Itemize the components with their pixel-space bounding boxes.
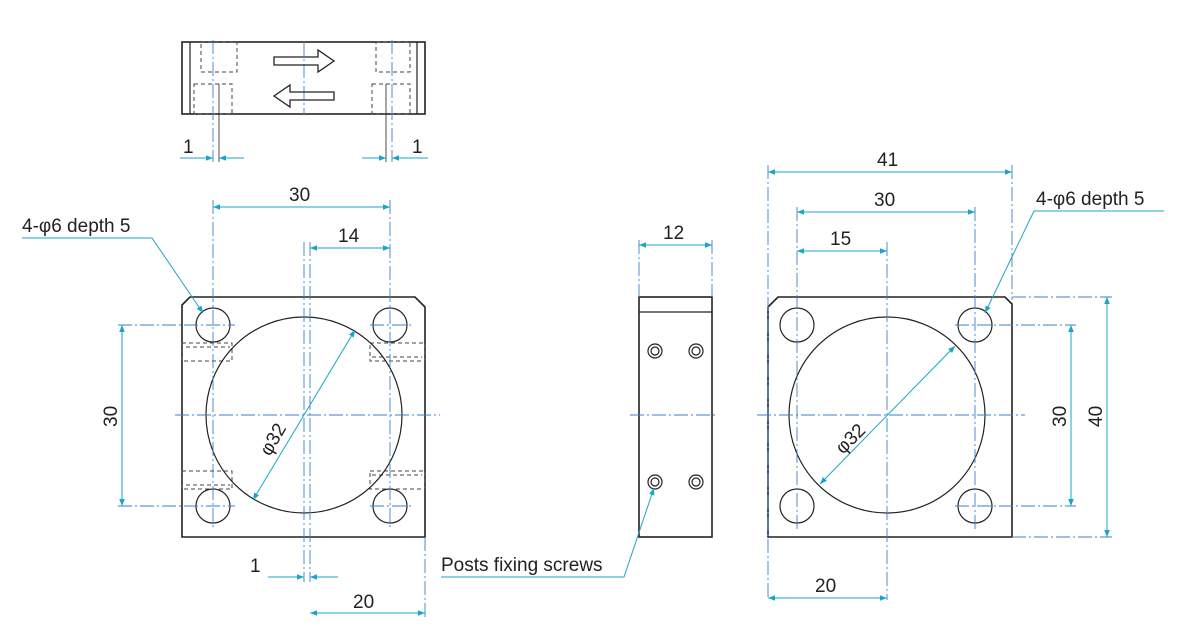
top-view-body xyxy=(181,41,426,115)
arrow-right-icon xyxy=(273,48,336,74)
dim-rear-half-pitch: 15 xyxy=(830,229,851,250)
dim-rear-hole-pitch-h: 30 xyxy=(874,190,895,211)
note-holes-rear: 4-φ6 depth 5 xyxy=(1036,189,1144,210)
dim-rear-height: 40 xyxy=(1086,406,1107,427)
dim-front-half-pitch: 14 xyxy=(338,226,360,247)
dim-front-center-to-edge: 20 xyxy=(353,592,374,613)
dim-rear-width: 41 xyxy=(877,150,898,171)
front-view-body xyxy=(181,296,426,538)
dim-front-hole-pitch-v: 30 xyxy=(101,406,122,427)
note-holes-front: 4-φ6 depth 5 xyxy=(22,216,130,237)
dim-side-thickness: 12 xyxy=(663,223,684,244)
arrow-left-icon xyxy=(272,83,335,109)
dim-top-left-offset: 1 xyxy=(183,137,194,158)
note-posts-screws: Posts fixing screws xyxy=(441,555,603,576)
rear-view: 41 30 15 30 40 φ32 20 4-φ6 depth 5 xyxy=(757,150,1164,601)
dim-rear-center-to-edge: 20 xyxy=(815,576,836,597)
dim-front-hole-pitch-h: 30 xyxy=(289,185,310,206)
dim-top-right-offset: 1 xyxy=(412,137,423,158)
top-view: 1 1 xyxy=(180,40,428,162)
dim-front-center-offset: 1 xyxy=(250,556,261,577)
dim-rear-hole-pitch-v: 30 xyxy=(1050,406,1071,427)
screw-icon xyxy=(647,343,704,490)
side-view: 12 Posts fixing screws xyxy=(441,223,718,578)
front-view: 30 14 30 φ32 1 20 4-φ6 depth 5 xyxy=(22,185,440,618)
